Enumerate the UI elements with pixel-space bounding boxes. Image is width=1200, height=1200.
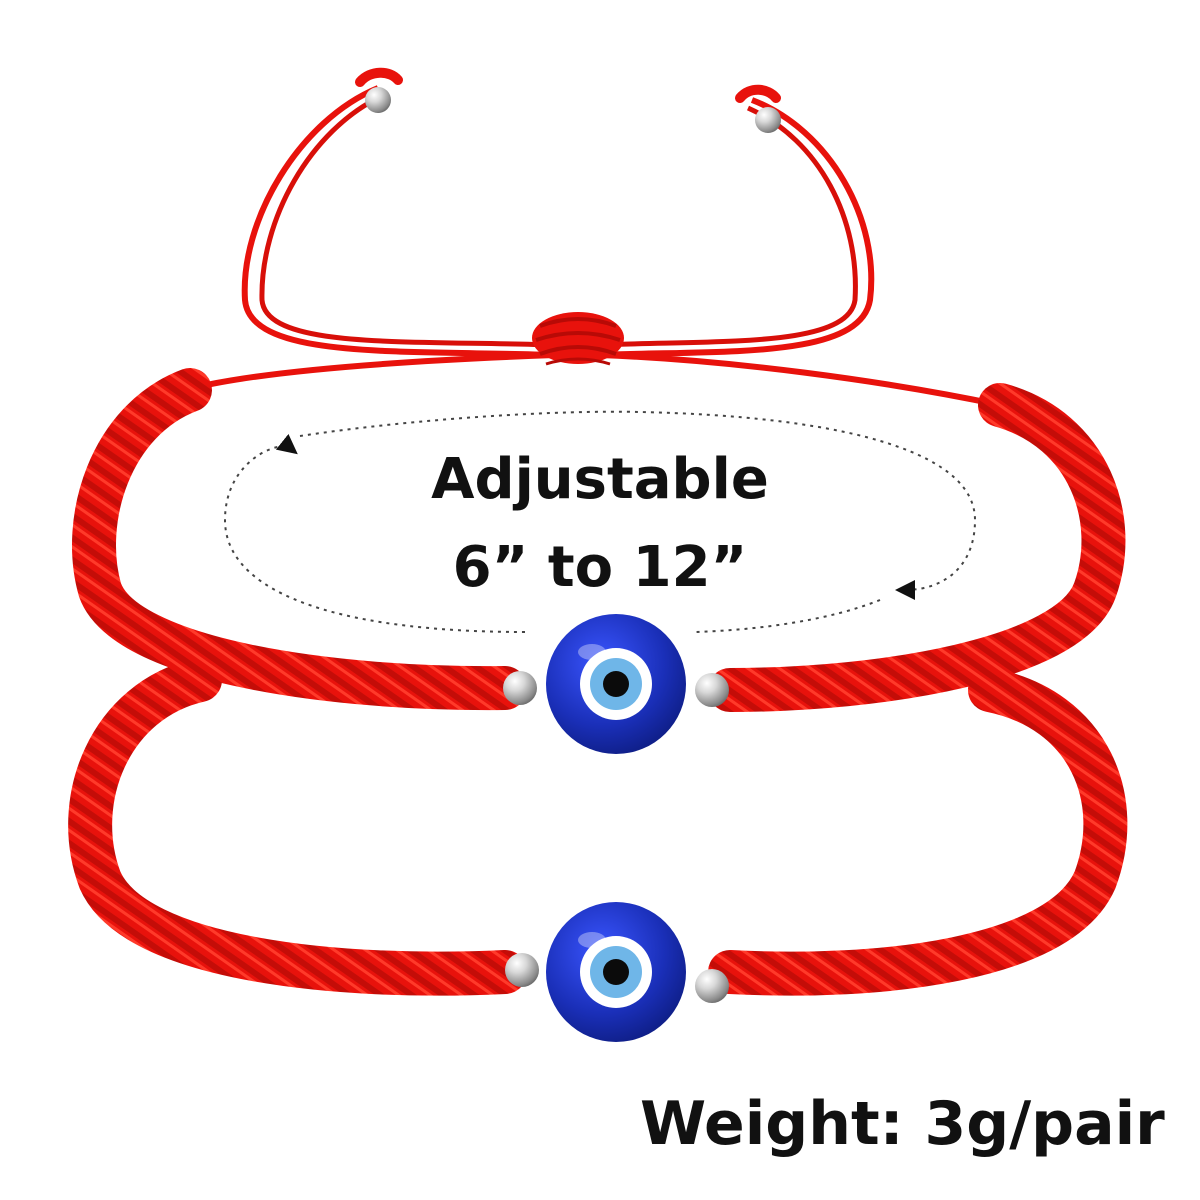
adjustable-caption: Adjustable (431, 447, 769, 512)
silver-bead-icon (365, 87, 391, 113)
left-sliding-cord (241, 85, 556, 358)
bottom-braid-left (68, 658, 527, 996)
right-sliding-cord (599, 97, 875, 358)
top-braid-right (708, 383, 1126, 712)
bottom-bracelet (68, 658, 1128, 1042)
silver-bead-icon (505, 953, 539, 987)
evil-eye-bead-icon (546, 614, 686, 754)
silver-bead-icon (503, 671, 537, 705)
top-braid-left (72, 368, 527, 711)
top-bracelet (72, 67, 1126, 754)
evil-eye-bead-icon (546, 902, 686, 1042)
bottom-braid-right (708, 668, 1128, 996)
size-range-caption: 6” to 12” (452, 535, 748, 600)
weight-caption: Weight: 3g/pair (640, 1089, 1165, 1159)
sliding-knot (532, 312, 624, 366)
right-sliding-cord-2 (599, 105, 858, 348)
silver-bead-icon (695, 969, 729, 1003)
left-sliding-cord-2 (259, 93, 556, 348)
silver-bead-icon (695, 673, 729, 707)
adjust-arrow-icon (223, 410, 977, 633)
silver-bead-icon (755, 107, 781, 133)
